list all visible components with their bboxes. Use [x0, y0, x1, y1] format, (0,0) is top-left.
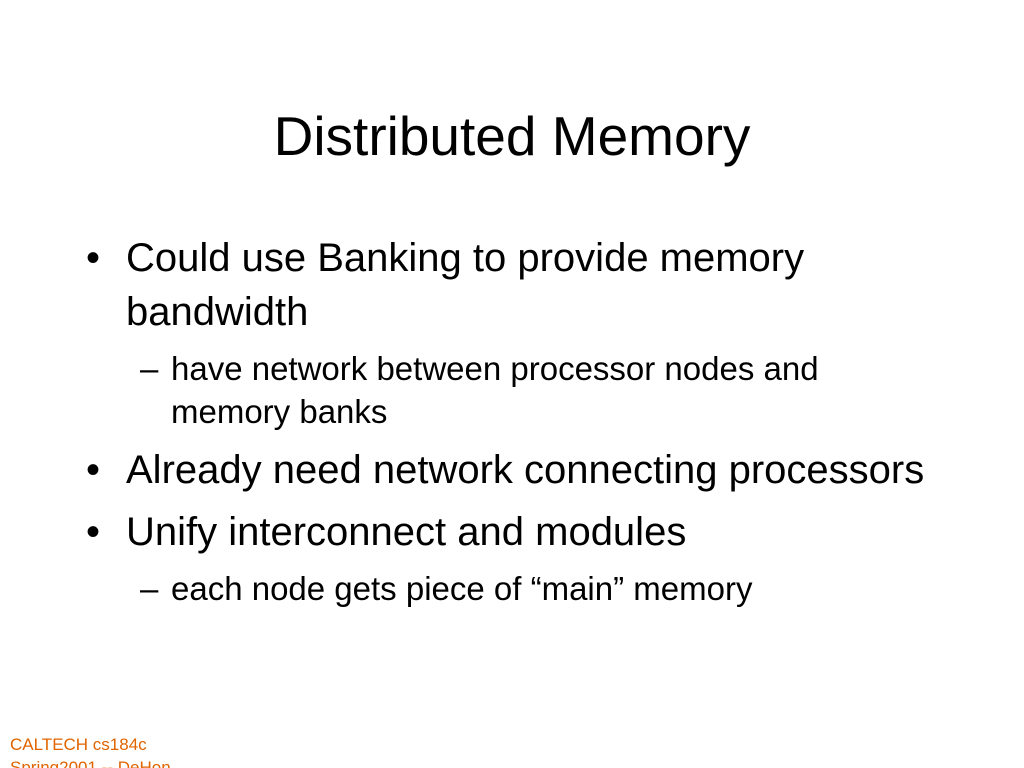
footer-course: CALTECH cs184c [10, 735, 147, 754]
slide-body: • Could use Banking to provide memory ba… [84, 231, 944, 620]
bullet-marker: • [86, 236, 101, 280]
bullet-item: • Could use Banking to provide memory ba… [84, 231, 944, 339]
footer-term: Spring2001 -- DeHon [10, 758, 171, 768]
sub-bullet-marker: – [140, 570, 159, 607]
slide-footer: CALTECH cs184c Spring2001 -- DeHon [10, 733, 171, 768]
bullet-text: Could use Banking to provide memory band… [126, 236, 805, 334]
bullet-text: Unify interconnect and modules [126, 510, 687, 554]
sub-bullet-marker: – [140, 350, 159, 387]
sub-bullet-item: – have network between processor nodes a… [84, 347, 871, 433]
bullet-item: • Unify interconnect and modules [84, 505, 944, 559]
sub-bullet-text: have network between processor nodes and… [171, 350, 819, 430]
bullet-text: Already need network connecting processo… [126, 448, 925, 492]
slide-title: Distributed Memory [273, 105, 751, 167]
sub-bullet-item: – each node gets piece of “main” memory [84, 567, 871, 610]
sub-bullet-text: each node gets piece of “main” memory [171, 570, 753, 607]
bullet-item: • Already need network connecting proces… [84, 443, 944, 497]
bullet-marker: • [86, 510, 101, 554]
bullet-marker: • [86, 448, 101, 492]
